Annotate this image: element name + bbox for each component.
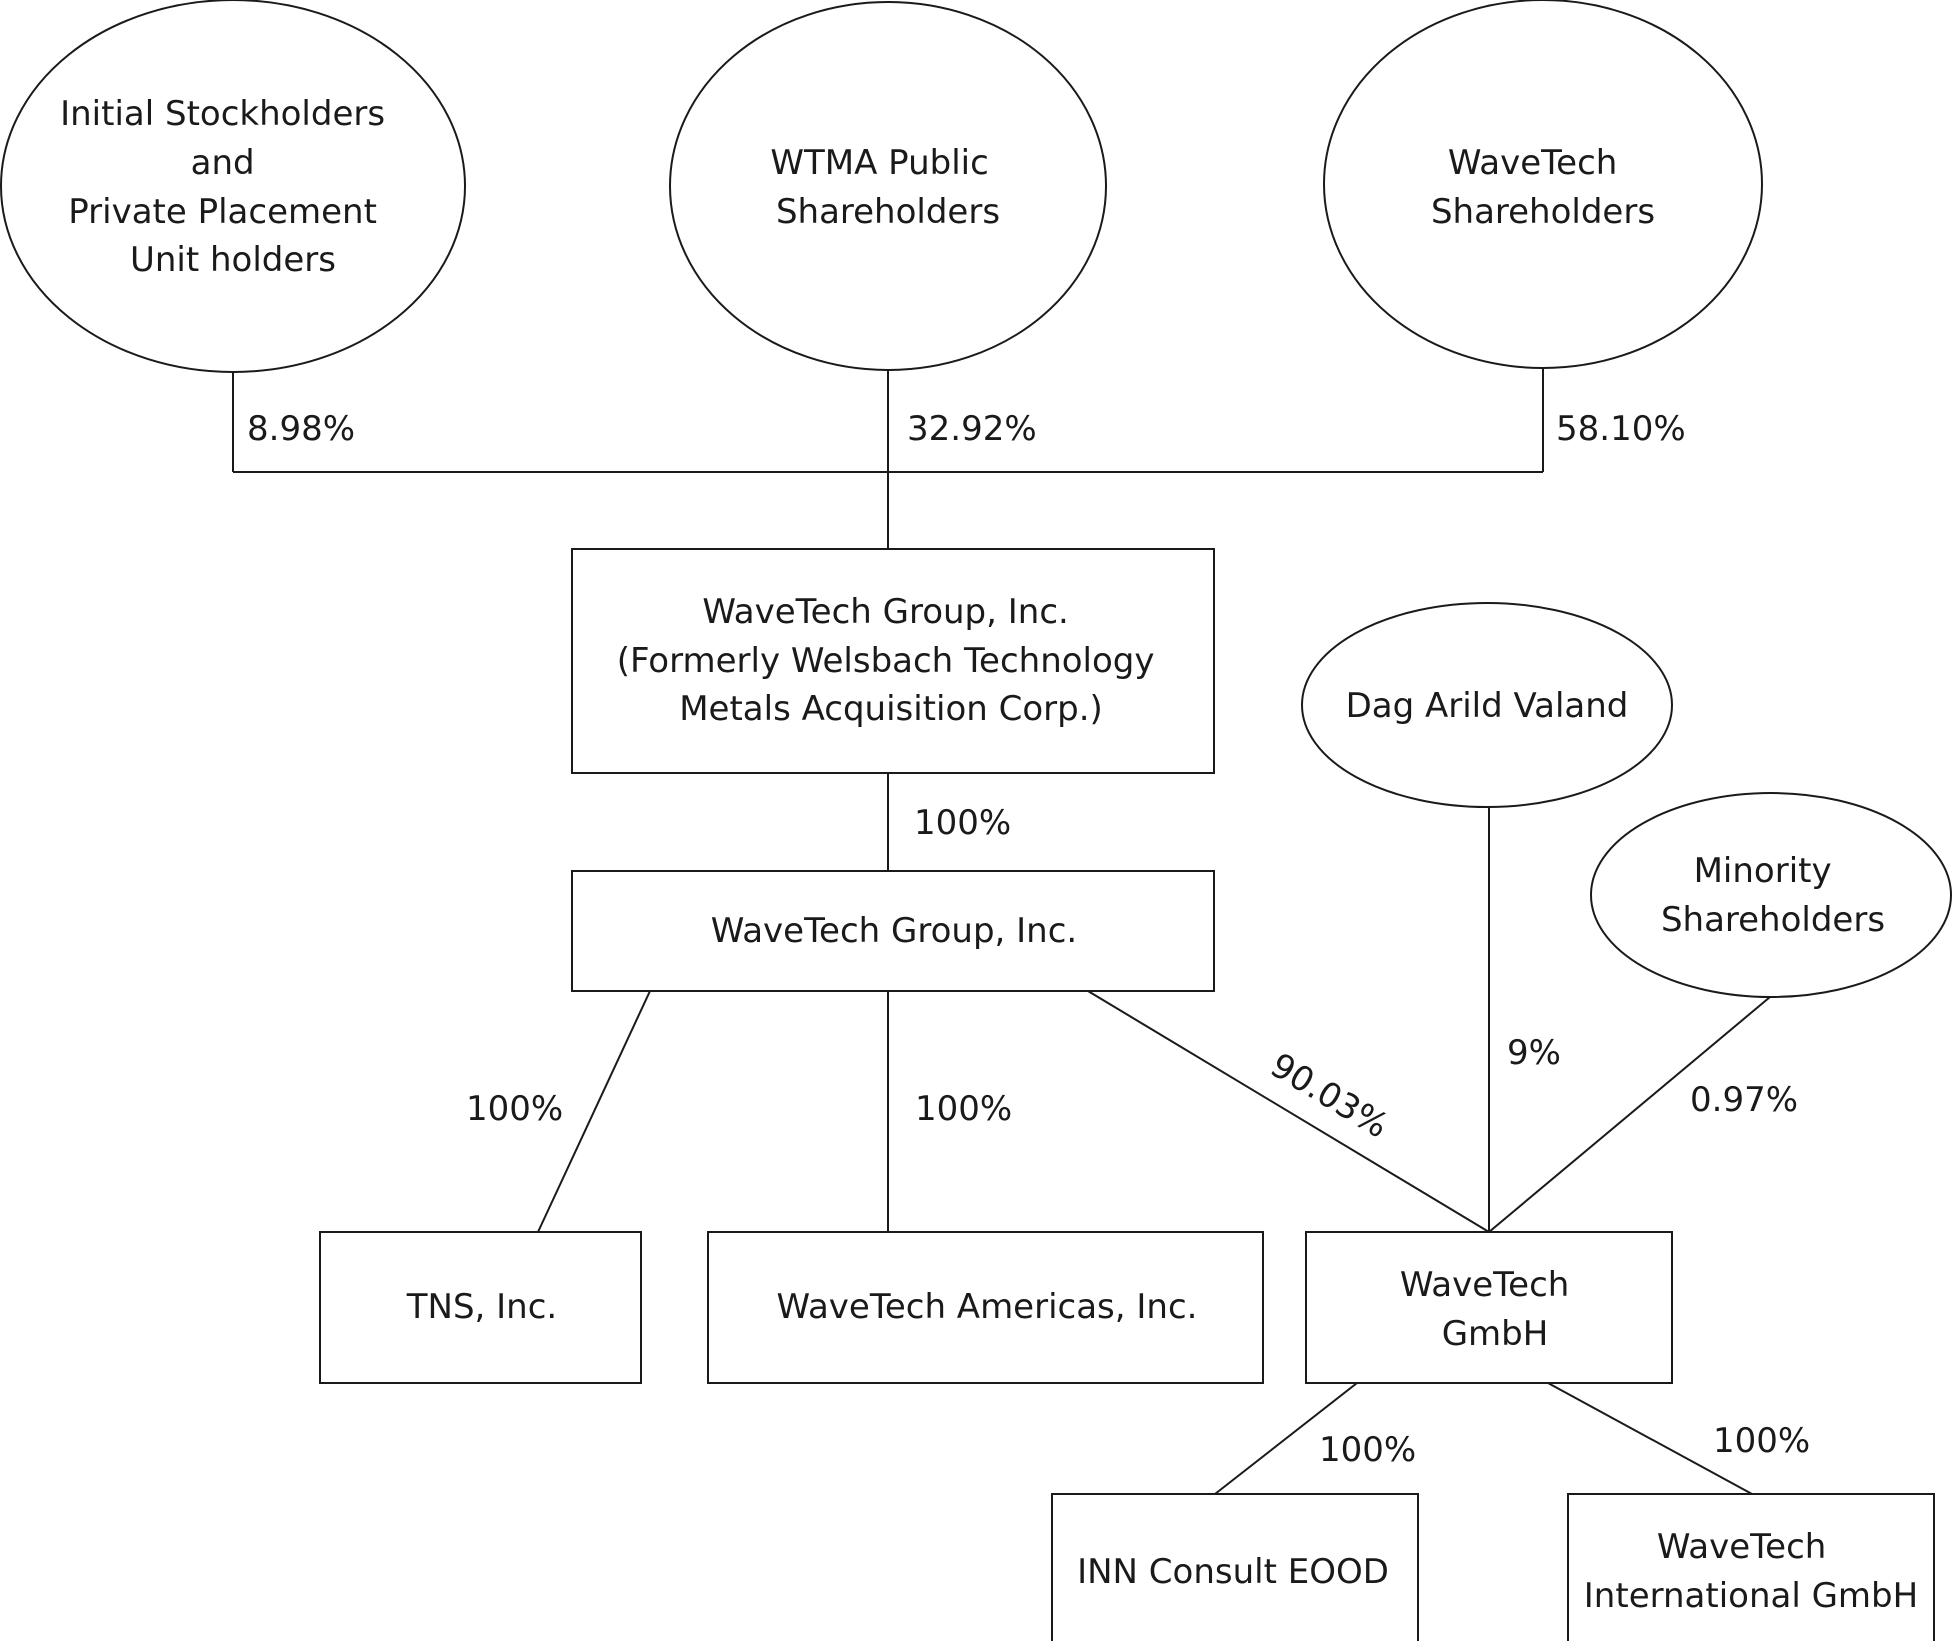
svg-text:WaveTech Americas, Inc.: WaveTech Americas, Inc. (777, 1287, 1198, 1327)
box-shape (1051, 1493, 1419, 1641)
connector-gmbh-to-inn (1214, 1382, 1358, 1495)
node-text-line: and (191, 143, 255, 183)
node-text-line: WaveTech (1400, 1265, 1569, 1305)
node-initial-stockholders: Initial Stockholders and Private Placeme… (0, 0, 466, 373)
connector-minority-to-gmbh (1488, 996, 1771, 1233)
svg-text:Minority Shareholders: Minority Shareholders (1661, 851, 1885, 940)
svg-text:TNS, Inc.: TNS, Inc. (406, 1287, 557, 1327)
box-shape (571, 548, 1215, 774)
ellipse-shape (0, 0, 466, 373)
pct-parent-to-sub: 100% (914, 803, 1011, 843)
svg-text:WaveTech Group, Inc.: WaveTech Group, Inc. (711, 911, 1077, 951)
connector-sub-to-gmbh (1087, 990, 1490, 1233)
svg-text:WTMA Public Shareholders: WTMA Public Shareholders (770, 143, 1000, 232)
box-shape (707, 1231, 1264, 1384)
node-wavetech-international: WaveTech International GmbH (1567, 1493, 1935, 1641)
node-tns-inc: TNS, Inc. (319, 1231, 642, 1384)
node-minority-shareholders: Minority Shareholders (1590, 792, 1952, 998)
pct-wavetech-sh-to-parent: 58.10% (1556, 409, 1686, 449)
ellipse-shape (1301, 602, 1673, 808)
node-text-line: Unit holders (130, 240, 336, 280)
node-wavetech-americas: WaveTech Americas, Inc. (707, 1231, 1264, 1384)
node-text-line: Shareholders (1431, 192, 1655, 232)
node-text-line: Minority (1694, 851, 1832, 891)
node-wavetech-group-sub: WaveTech Group, Inc. (571, 870, 1215, 992)
connector-sub-to-tns (537, 990, 651, 1233)
pct-gmbh-to-inn: 100% (1319, 1430, 1416, 1470)
node-text-line: Shareholders (776, 192, 1000, 232)
pct-sub-to-americas: 100% (915, 1089, 1012, 1129)
svg-text:WaveTech GmbH: WaveTech GmbH (1400, 1265, 1580, 1354)
node-text-line: Dag Arild Valand (1346, 686, 1629, 726)
node-text-line: WaveTech (1448, 143, 1617, 183)
node-wtma-public-shareholders: WTMA Public Shareholders (669, 1, 1107, 371)
node-text-line: WaveTech Americas, Inc. (777, 1287, 1198, 1327)
ellipse-shape (1590, 792, 1952, 998)
box-shape (571, 870, 1215, 992)
node-wavetech-gmbh: WaveTech GmbH (1305, 1231, 1673, 1384)
pct-sub-to-tns: 100% (466, 1089, 563, 1129)
node-inn-consult: INN Consult EOOD (1051, 1493, 1419, 1641)
connector-gmbh-to-international (1547, 1382, 1753, 1495)
connector-lines (232, 367, 1771, 1495)
svg-text:INN Consult EOOD: INN Consult EOOD (1077, 1552, 1389, 1592)
node-text-line: WaveTech Group, Inc. (711, 911, 1077, 951)
box-shape (1305, 1231, 1673, 1384)
node-dag-arild-valand: Dag Arild Valand (1301, 602, 1673, 808)
svg-text:WaveTech Group, Inc. (Fo: WaveTech Group, Inc. (Formerly Welsbach … (617, 592, 1166, 729)
node-text-line: Initial Stockholders (60, 94, 385, 134)
node-text-line: WaveTech (1657, 1527, 1826, 1567)
pct-minority-to-gmbh: 0.97% (1690, 1080, 1798, 1120)
ellipse-shape (1323, 0, 1763, 369)
node-text-line: Private Placement (68, 192, 377, 232)
node-wavetech-group-parent: WaveTech Group, Inc. (Formerly Welsbach … (571, 548, 1215, 774)
svg-text:Initial Stockholders and: Initial Stockholders and Private Placeme… (60, 94, 396, 280)
node-text-line: International GmbH (1584, 1576, 1918, 1616)
svg-text:WaveTech Shareholders: WaveTech Shareholders (1431, 143, 1655, 232)
pct-sub-to-gmbh: 90.03% (1263, 1045, 1395, 1146)
pct-wtma-to-parent: 32.92% (907, 409, 1037, 449)
ellipse-shape (669, 1, 1107, 371)
node-text-line: INN Consult EOOD (1077, 1552, 1389, 1592)
node-text-line: (Formerly Welsbach Technology (617, 641, 1155, 681)
node-text-line: TNS, Inc. (406, 1287, 557, 1327)
pct-gmbh-to-international: 100% (1713, 1421, 1810, 1461)
node-text-line: WTMA Public (770, 143, 988, 183)
node-text-line: Metals Acquisition Corp.) (679, 689, 1103, 729)
box-shape (1567, 1493, 1935, 1641)
node-wavetech-shareholders: WaveTech Shareholders (1323, 0, 1763, 369)
pct-valand-to-gmbh: 9% (1507, 1033, 1561, 1073)
pct-initial-to-parent: 8.98% (247, 409, 355, 449)
node-text-line: WaveTech Group, Inc. (702, 592, 1068, 632)
box-shape (319, 1231, 642, 1384)
node-text-line: Shareholders (1661, 900, 1885, 940)
svg-text:WaveTech International G: WaveTech International GmbH (1584, 1527, 1918, 1616)
svg-text:Dag Arild Valand: Dag Arild Valand (1346, 686, 1629, 726)
node-text-line: GmbH (1442, 1314, 1549, 1354)
